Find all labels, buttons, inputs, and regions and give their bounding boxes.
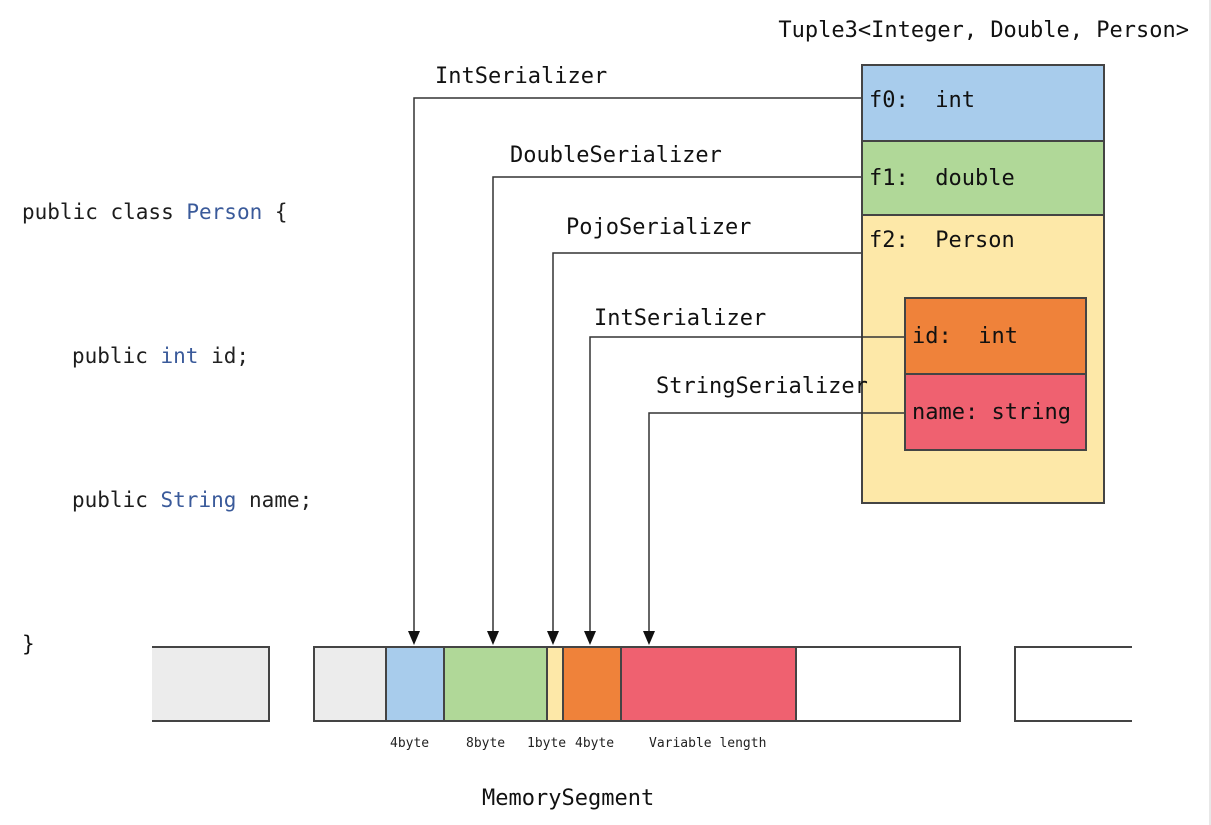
segment-f0-bytes [385,646,445,722]
int-serializer-label-1: IntSerializer [435,64,608,89]
segment-label-4byte-1: 4byte [390,736,430,751]
connector-f1 [492,176,861,640]
person-name-label: name: string [912,400,1071,425]
segment-label-8byte: 8byte [466,736,506,751]
arrow-head-id [584,631,596,645]
memory-segment-title: MemorySegment [482,786,655,811]
person-name-box [904,373,1087,451]
connector-name [648,412,904,640]
segment-label-1byte: 1byte [527,736,567,751]
segment-f1-bytes [443,646,548,722]
code-brace: { [274,200,288,224]
pojo-serializer-label: PojoSerializer [566,215,752,240]
connector-id [589,336,904,640]
tuple-f0-label: f0: int [869,88,975,113]
double-serializer-label: DoubleSerializer [510,143,722,168]
code-type: int [160,344,199,368]
memory-segment-prev [152,646,270,722]
code-line-1: public class Person { [22,188,312,236]
person-id-label: id: int [912,324,1018,349]
person-id-box [904,297,1087,375]
code-field: name; [249,488,313,512]
tuple-f1-box [861,140,1105,216]
code-line-2: public int id; [22,332,312,380]
tuple-title: Tuple3<Integer, Double, Person> [778,18,1189,43]
int-serializer-label-2: IntSerializer [594,306,767,331]
segment-name-bytes [620,646,797,722]
code-line-3: public String name; [22,476,312,524]
right-edge-divider [1209,0,1211,825]
tuple-f1-label: f1: double [869,166,1015,191]
segment-used-area [313,646,387,722]
code-keyword: public [72,344,148,368]
code-keyword: public [72,488,148,512]
tuple-f2-label: f2: Person [869,228,1015,253]
segment-id-bytes [562,646,622,722]
code-type: String [160,488,237,512]
person-class-code: public class Person { public int id; pub… [22,92,312,716]
segment-label-variable: Variable length [649,736,767,751]
connector-f0 [413,97,861,640]
string-serializer-label: StringSerializer [656,374,868,399]
memory-segment-next [1014,646,1132,722]
segment-label-4byte-2: 4byte [575,736,615,751]
connector-f2 [552,252,861,640]
code-keyword: public class [22,200,174,224]
arrow-head-f2 [547,631,559,645]
arrow-head-name [643,631,655,645]
arrow-head-f1 [487,631,499,645]
code-line-4: } [22,632,35,656]
arrow-head-f0 [408,631,420,645]
code-field: id; [211,344,250,368]
code-type: Person [186,200,263,224]
